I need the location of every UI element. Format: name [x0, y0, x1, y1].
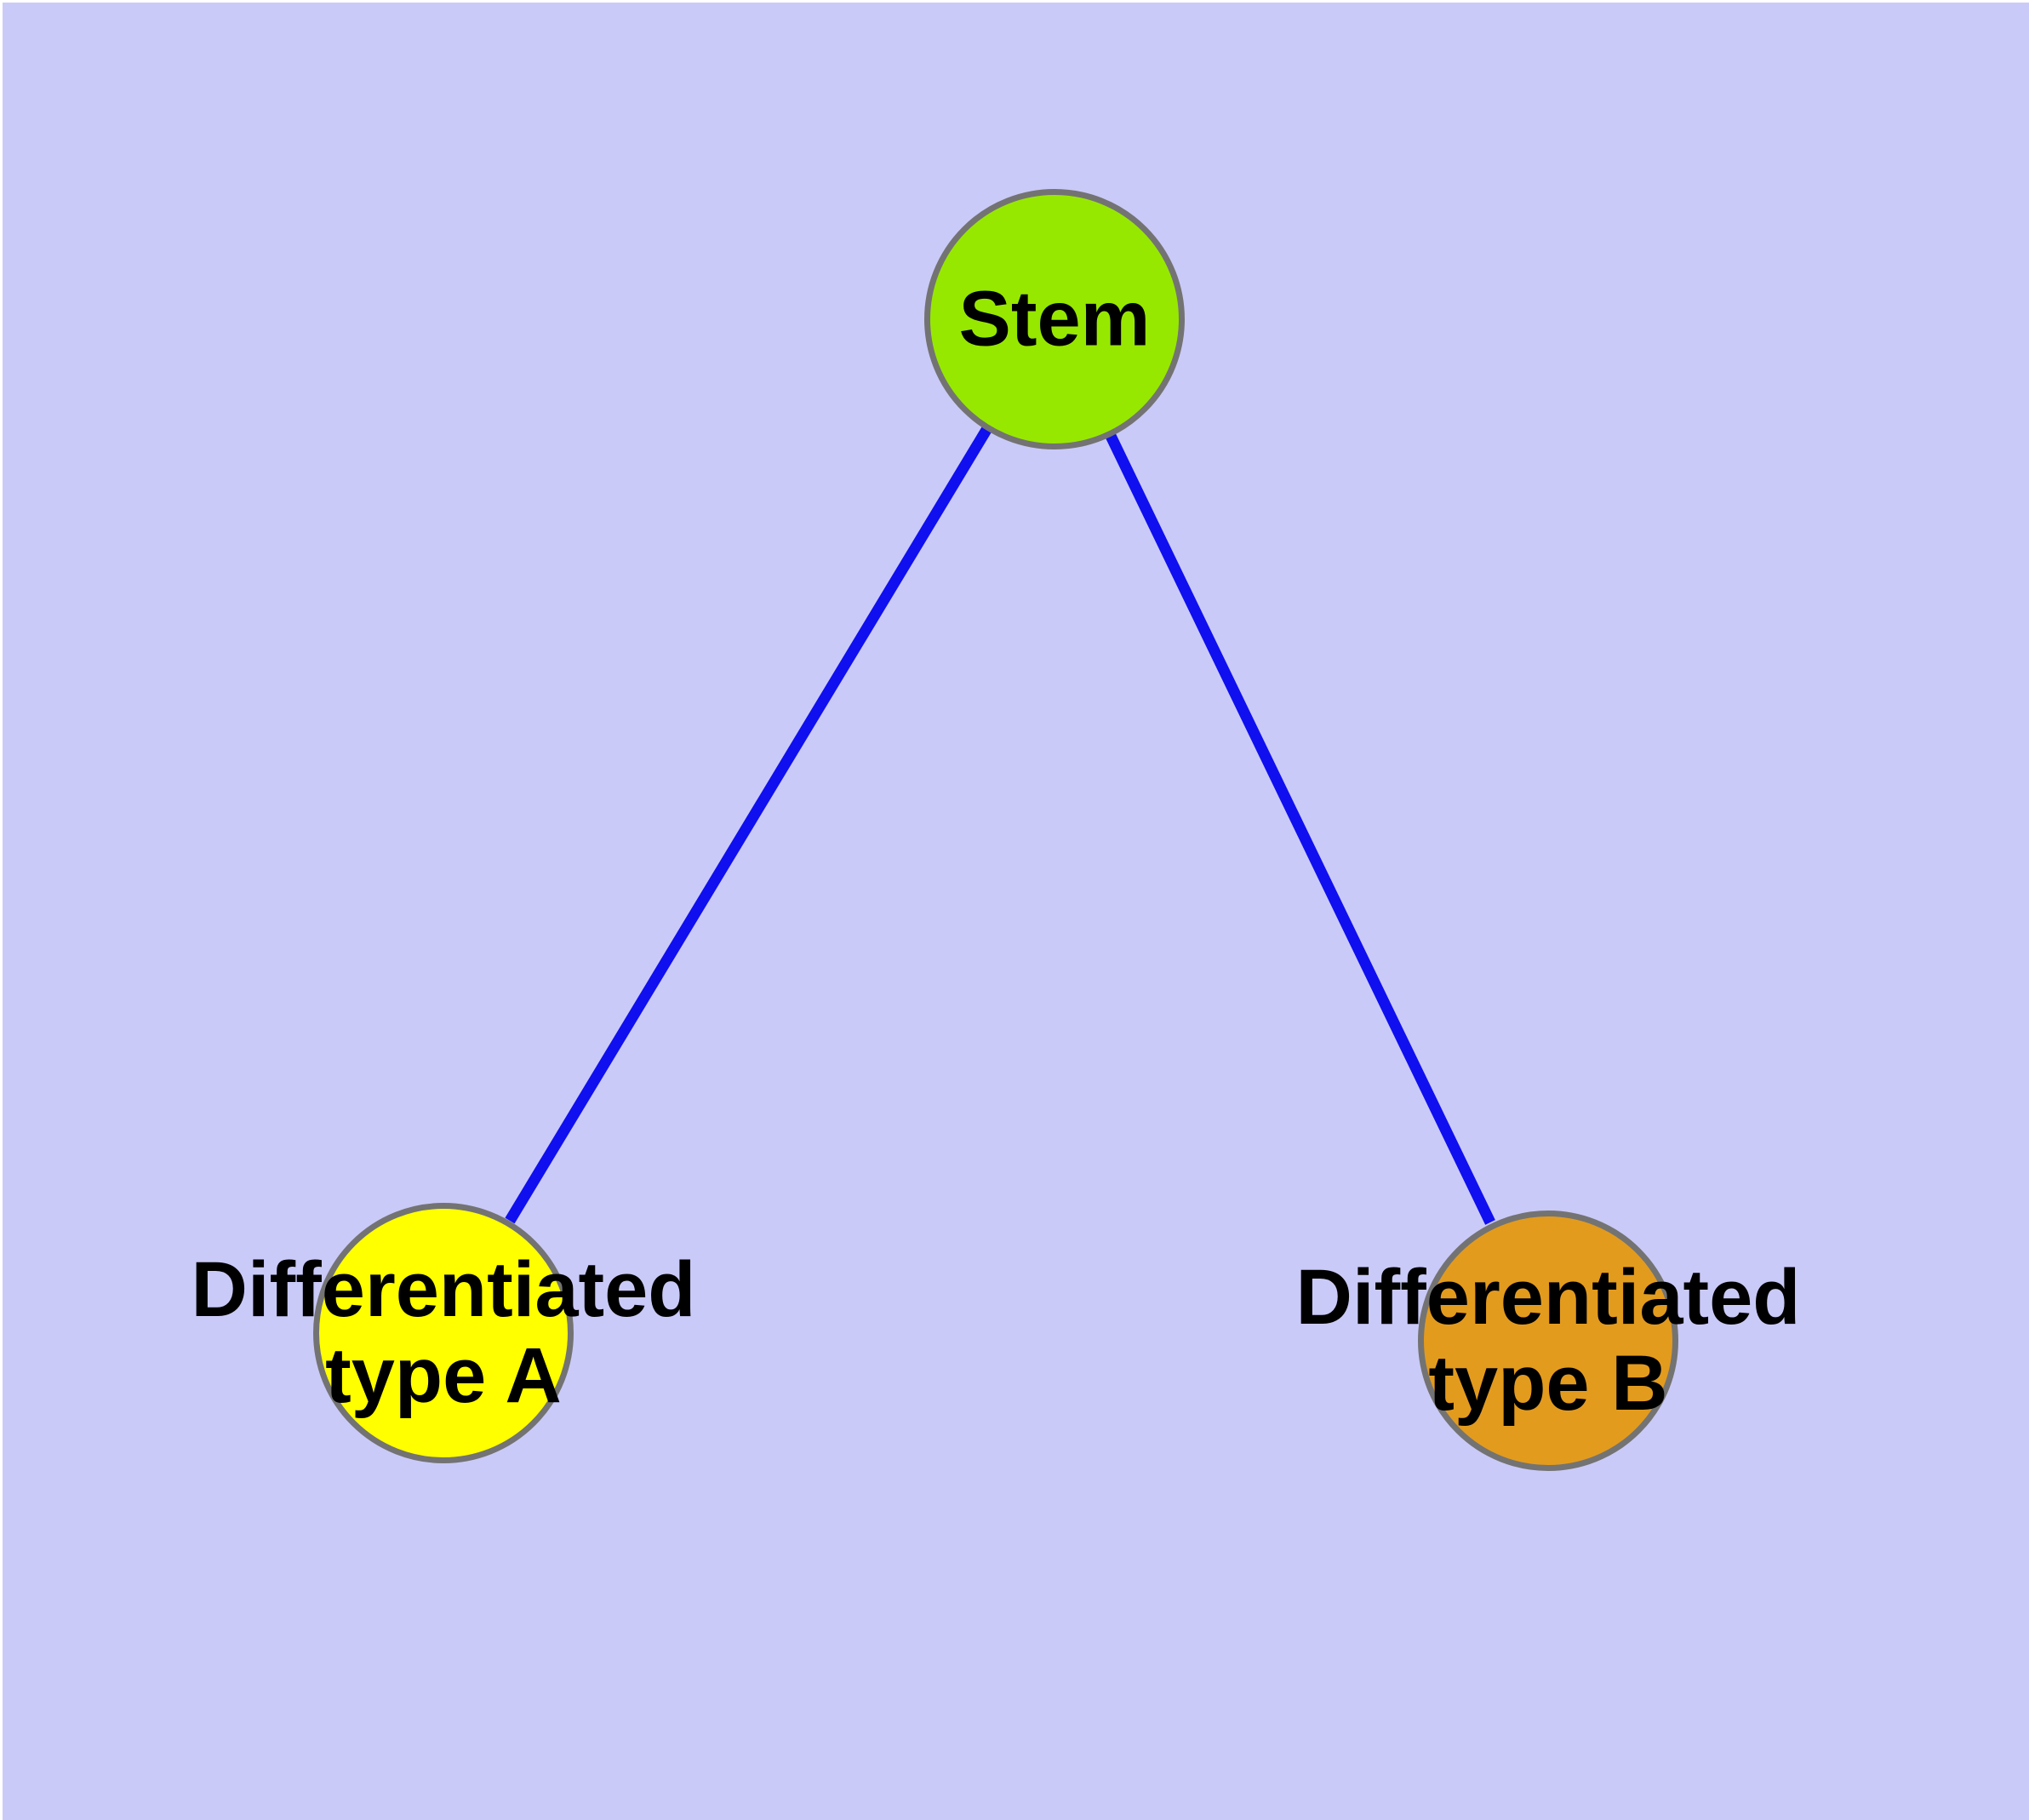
node-type-b-label-line-2: type B — [1428, 1340, 1668, 1427]
node-type-b-label: Differentiated type B — [1296, 1255, 1801, 1427]
node-type-a-label-line-1: Differentiated — [191, 1246, 696, 1333]
edges-layer — [505, 426, 1495, 1225]
node-stem-label-line: Stem — [958, 275, 1151, 363]
diagram-canvas: Stem Differentiated type A Differentiate… — [3, 3, 2029, 1820]
node-type-a-label: Differentiated type A — [191, 1247, 696, 1419]
edge-stem-to-type-a — [505, 426, 992, 1224]
node-differentiated-type-a — [313, 1203, 574, 1463]
node-differentiated-type-b — [1418, 1210, 1678, 1471]
node-stem-label: Stem — [958, 275, 1151, 363]
node-type-b-label-line-1: Differentiated — [1295, 1254, 1801, 1341]
node-stem — [924, 189, 1185, 449]
edge-stem-to-type-b — [1106, 433, 1495, 1225]
node-type-a-label-line-2: type A — [325, 1332, 562, 1419]
